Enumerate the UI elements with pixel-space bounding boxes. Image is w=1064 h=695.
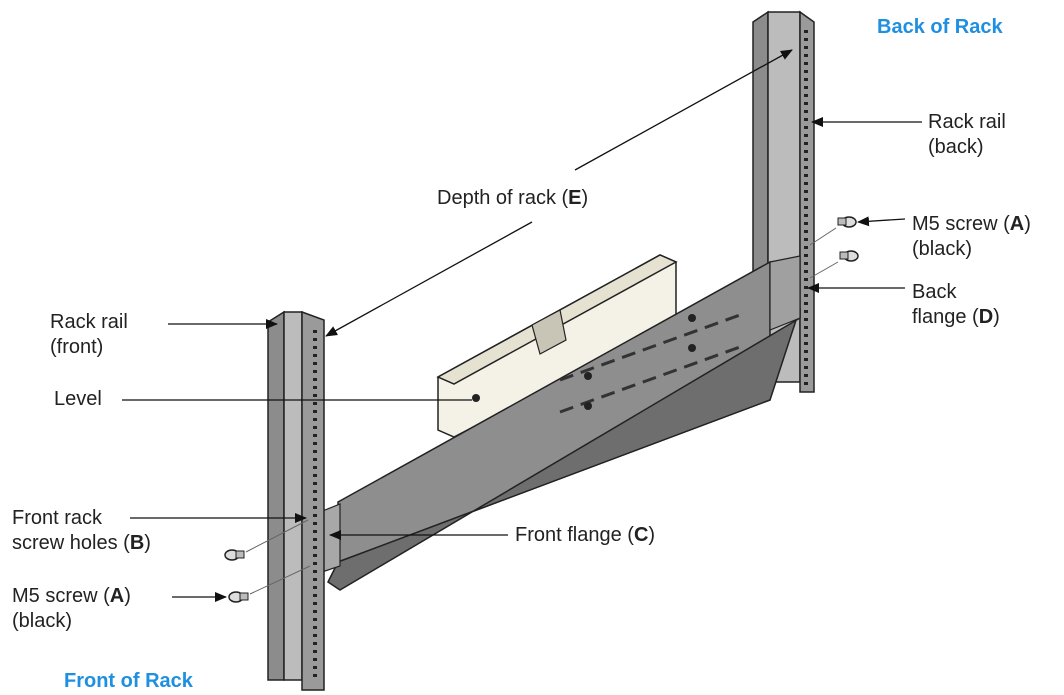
arrow-depth-front <box>325 221 533 337</box>
label-letter: C <box>633 524 649 546</box>
label-text: screw holes ( <box>12 532 130 554</box>
label-front-flange: Front flange (C) <box>515 523 655 548</box>
label-line: (front) <box>50 336 104 358</box>
label-line: M5 screw (A) <box>912 212 1031 237</box>
label-line: (back) <box>928 136 984 158</box>
label-line: screw holes (B) <box>12 531 151 556</box>
front-rack-rail <box>267 310 325 691</box>
label-m5-screw-back: M5 screw (A) (black) <box>912 212 1031 262</box>
screw-back-2 <box>839 250 859 262</box>
arrow-depth-back <box>574 49 793 171</box>
label-line: Front rack <box>12 507 103 529</box>
label-line: flange (D) <box>912 305 1000 330</box>
screw-front-1 <box>224 549 245 561</box>
label-letter: A <box>109 585 125 607</box>
label-front-rack-screw-holes: Front rack screw holes (B) <box>12 506 151 556</box>
label-rack-rail-back: Rack rail (back) <box>928 110 1006 160</box>
label-rack-rail-front: Rack rail (front) <box>50 310 128 360</box>
alignment-lines <box>245 227 839 595</box>
arrow-m5-back <box>857 216 906 227</box>
screw-front-2 <box>228 591 249 603</box>
label-text: Front flange ( <box>515 524 634 546</box>
label-line: Rack rail <box>50 311 128 333</box>
label-line: (black) <box>12 610 73 632</box>
label-close: ) <box>124 585 131 607</box>
screw-back-1 <box>837 216 857 228</box>
label-close: ) <box>993 306 1000 328</box>
back-of-rack-heading: Back of Rack <box>877 16 1003 38</box>
label-m5-screw-front: M5 screw (A) (black) <box>12 584 131 634</box>
label-close: ) <box>1024 213 1031 235</box>
label-close: ) <box>144 532 151 554</box>
label-line: Rack rail <box>928 111 1006 133</box>
label-level: Level <box>54 388 102 410</box>
label-depth-of-rack: Depth of rack (E) <box>437 186 588 211</box>
label-line: M5 screw (A) <box>12 584 131 609</box>
label-letter: A <box>1009 213 1025 235</box>
label-close: ) <box>581 187 589 209</box>
front-of-rack-heading: Front of Rack <box>64 670 193 692</box>
label-close: ) <box>648 524 656 546</box>
label-text: M5 screw ( <box>12 585 110 607</box>
label-letter: B <box>129 532 145 554</box>
label-text: flange ( <box>912 306 979 328</box>
label-line: (black) <box>912 238 973 260</box>
label-text: M5 screw ( <box>912 213 1010 235</box>
label-line: Back <box>912 281 957 303</box>
callout-arrows <box>122 49 922 602</box>
label-letter: E <box>568 187 582 209</box>
level-tool <box>436 254 678 438</box>
label-back-flange: Back flange (D) <box>912 280 1000 330</box>
label-letter: D <box>978 306 994 328</box>
label-text: Depth of rack ( <box>437 187 569 209</box>
